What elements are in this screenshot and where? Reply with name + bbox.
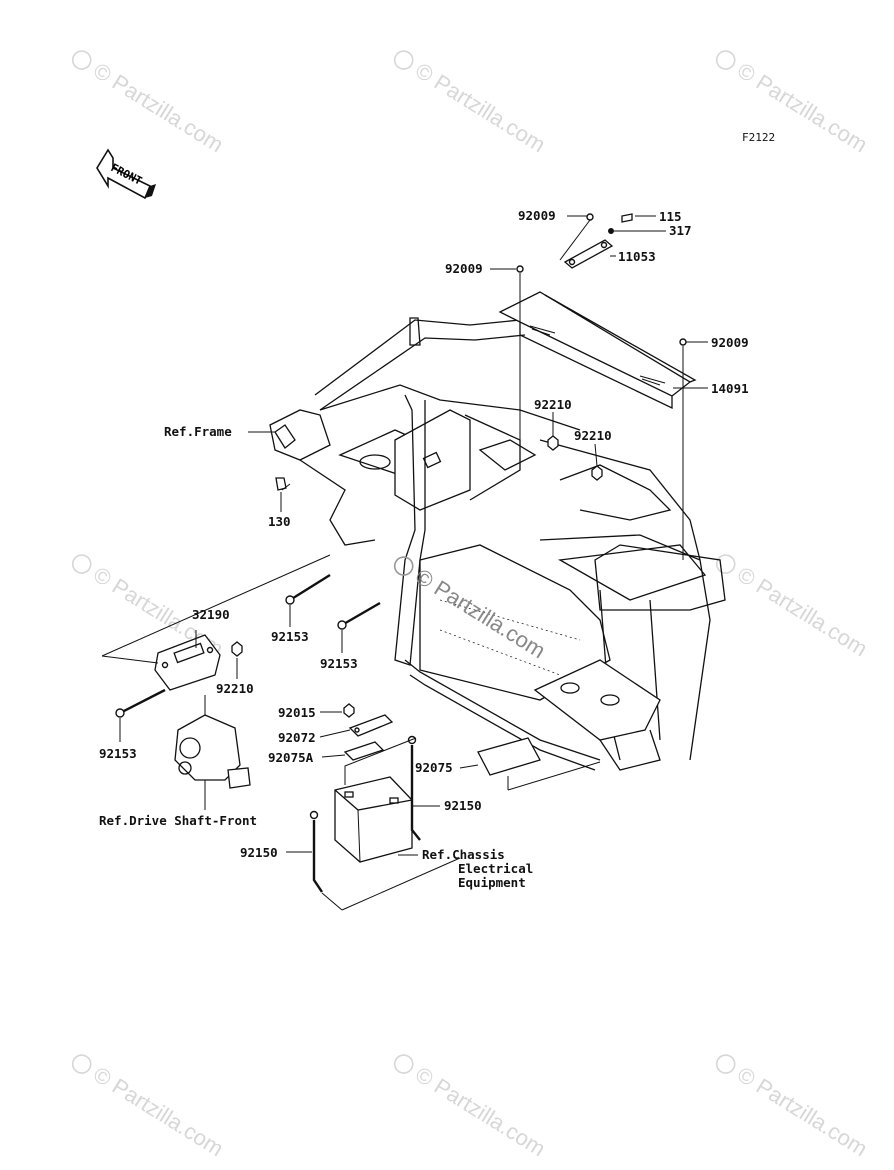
cover-assembly	[275, 213, 697, 491]
label-92075: 92075	[415, 760, 453, 775]
label-92153-a: 92153	[271, 629, 309, 644]
label-92210-c: 92210	[216, 681, 254, 696]
label-115: 115	[659, 209, 682, 224]
label-ref-frame: Ref.Frame	[164, 424, 232, 439]
part-labels: 92009 115 317 11053 92009 92009 14091 92…	[99, 208, 749, 890]
vehicle-frame	[269, 299, 726, 771]
watermark-mid-right: © Partzilla.com	[715, 554, 872, 662]
label-317: 317	[669, 223, 692, 238]
svg-text:© Partzilla.com: © Partzilla.com	[411, 1062, 550, 1162]
label-92015: 92015	[278, 705, 316, 720]
label-92009-top: 92009	[518, 208, 556, 223]
label-92075A: 92075A	[268, 750, 314, 765]
leader-lines	[101, 215, 708, 911]
figure-code: F2122	[742, 131, 775, 144]
label-92009-right: 92009	[711, 335, 749, 350]
label-92210-a: 92210	[534, 397, 572, 412]
label-electrical: Electrical	[458, 861, 533, 876]
watermark-bottom-right: © Partzilla.com	[715, 1054, 872, 1162]
label-92150-left: 92150	[240, 845, 278, 860]
label-11053: 11053	[618, 249, 656, 264]
label-92210-b: 92210	[574, 428, 612, 443]
watermark-top-center: © Partzilla.com	[393, 50, 550, 158]
svg-text:© Partzilla.com: © Partzilla.com	[733, 562, 872, 662]
watermark-bottom-left: © Partzilla.com	[71, 1054, 228, 1162]
front-arrow-icon: FRONT	[96, 148, 156, 200]
battery-group	[309, 703, 541, 893]
watermark-top-right: © Partzilla.com	[715, 50, 872, 157]
watermark-top-left: © Partzilla.com	[71, 50, 228, 158]
label-32190: 32190	[192, 607, 230, 622]
watermark-bottom-center: © Partzilla.com	[393, 1054, 550, 1162]
label-92009-left: 92009	[445, 261, 483, 276]
front-differential-group	[115, 573, 381, 789]
svg-text:© Partzilla.com: © Partzilla.com	[733, 1062, 872, 1162]
svg-text:© Partzilla.com: © Partzilla.com	[89, 58, 228, 158]
svg-text:© Partzilla.com: © Partzilla.com	[411, 58, 550, 158]
label-92153-b: 92153	[320, 656, 358, 671]
label-ref-chassis: Ref.Chassis	[422, 847, 505, 862]
label-ref-drive-shaft: Ref.Drive Shaft-Front	[99, 813, 257, 828]
svg-text:© Partzilla.com: © Partzilla.com	[89, 1062, 228, 1162]
label-14091: 14091	[711, 381, 749, 396]
label-92153-c: 92153	[99, 746, 137, 761]
svg-text:© Partzilla.com: © Partzilla.com	[411, 564, 550, 664]
label-equipment: Equipment	[458, 875, 526, 890]
label-92072: 92072	[278, 730, 316, 745]
label-130: 130	[268, 514, 291, 529]
label-92150-right: 92150	[444, 798, 482, 813]
